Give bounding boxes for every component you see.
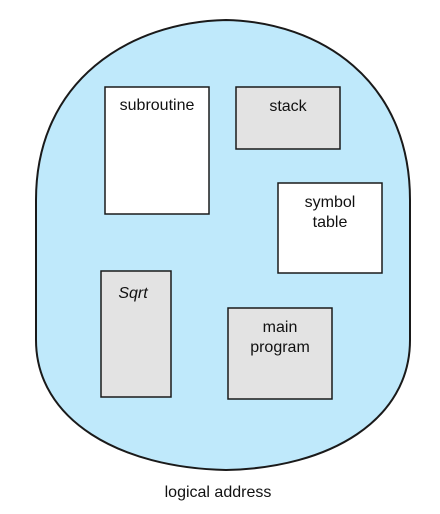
segment-symbol-table-label-line1: symbol [305,194,356,211]
segment-symbol-table: symbol table [277,182,383,274]
segment-main-program-label-line2: program [250,339,310,356]
segment-sqrt-label: Sqrt [118,285,148,302]
segment-symbol-table-box [277,182,383,274]
segment-main-program: main program [227,307,333,400]
segment-stack: stack [235,86,341,150]
segment-symbol-table-label-line2: table [313,214,348,231]
segment-main-program-box [227,307,333,400]
segment-subroutine: subroutine [104,86,210,215]
segment-main-program-label-line1: main [263,319,298,336]
segment-subroutine-label: subroutine [120,97,195,114]
segment-stack-box [235,86,341,150]
segment-sqrt: Sqrt [100,270,172,398]
segment-sqrt-box [100,270,172,398]
segment-stack-label: stack [269,98,307,115]
segment-subroutine-box [104,86,210,215]
diagram-caption: logical address [165,484,272,501]
